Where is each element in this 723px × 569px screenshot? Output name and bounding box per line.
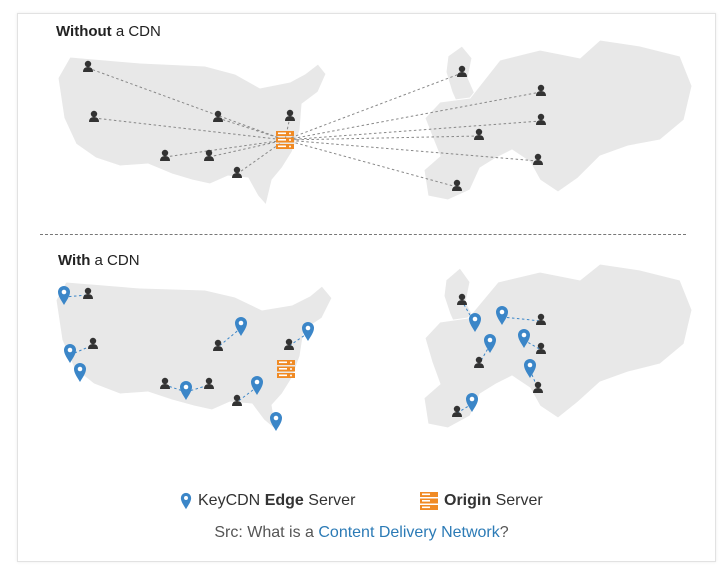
map-pin-icon xyxy=(180,492,192,510)
connection-lines-top xyxy=(87,67,542,188)
origin-server-icon xyxy=(277,360,295,378)
heading-with-cdn: With a CDN xyxy=(58,252,140,269)
us-map-bottom xyxy=(55,281,333,432)
us-map-top xyxy=(57,56,327,207)
section-divider xyxy=(40,234,686,235)
origin-server-icon xyxy=(276,131,294,149)
source-link[interactable]: Content Delivery Network xyxy=(318,524,500,541)
source-caption: Src: What is a Content Delivery Network? xyxy=(214,524,509,541)
europe-map-top xyxy=(423,39,693,201)
server-icon xyxy=(420,492,438,510)
legend-edge-server: KeyCDN Edge Server xyxy=(180,492,355,510)
heading-without-cdn: Without a CDN xyxy=(56,23,161,40)
map-pin-icon xyxy=(302,322,314,341)
map-pin-icon xyxy=(270,412,282,431)
legend-origin-server: Origin Server xyxy=(420,492,543,510)
europe-map-bottom xyxy=(423,263,693,429)
map-pin-icon xyxy=(74,363,86,382)
